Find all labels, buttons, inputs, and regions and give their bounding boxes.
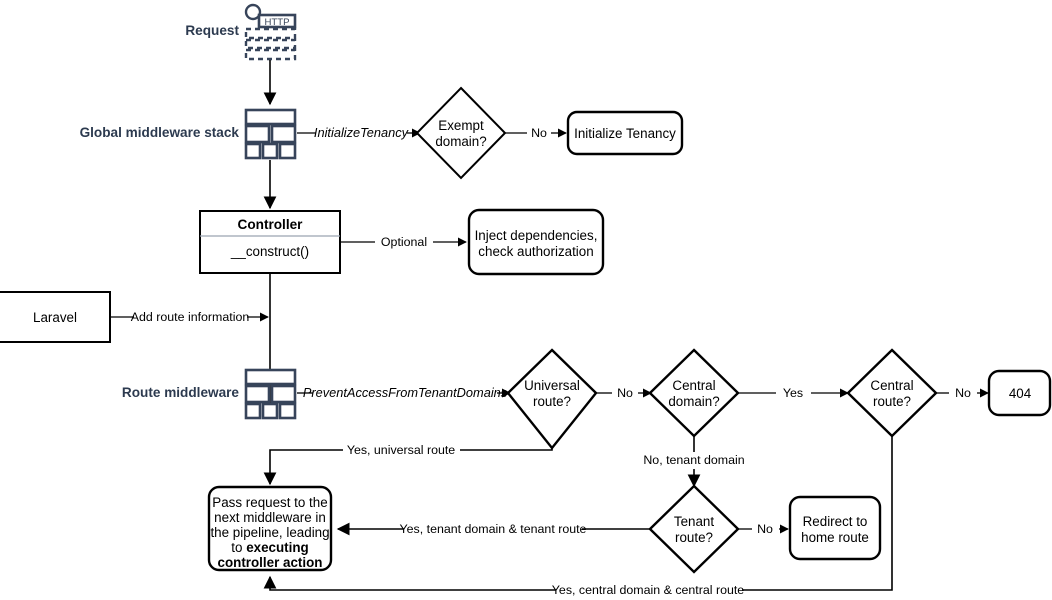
edge-label-tenant-route-no: No bbox=[757, 522, 773, 536]
edge-label-no-tenant-domain: No, tenant domain bbox=[643, 453, 744, 467]
not-found-node[interactable]: 404 bbox=[987, 369, 1052, 417]
route-middleware-label: Route middleware bbox=[122, 385, 240, 400]
svg-text:to executing: to executing bbox=[231, 540, 308, 555]
initialize-tenancy-label: Initialize Tenancy bbox=[574, 126, 676, 141]
controller-method: __construct() bbox=[230, 244, 309, 259]
not-found-label: 404 bbox=[1009, 386, 1032, 401]
edge-label-exempt-no: No bbox=[531, 126, 547, 140]
request-label: Request bbox=[185, 23, 239, 38]
http-request-icon bbox=[244, 3, 297, 61]
route-middleware-node[interactable]: Route middleware bbox=[122, 368, 297, 420]
tenant-route-line1: Tenant bbox=[674, 514, 714, 529]
central-route-line1: Central bbox=[870, 378, 913, 393]
inject-line2: check authorization bbox=[478, 244, 593, 259]
tenant-route-line2: route? bbox=[675, 530, 713, 545]
edge-label-optional: Optional bbox=[381, 235, 427, 249]
exempt-domain-line1: Exempt bbox=[438, 118, 484, 133]
pass-request-line4-bold: executing bbox=[246, 540, 309, 555]
central-domain-line1: Central bbox=[672, 378, 715, 393]
universal-route-line1: Universal bbox=[524, 378, 580, 393]
edge-label-add-route-information: Add route information bbox=[131, 310, 250, 324]
global-middleware-stack-node[interactable]: Global middleware stack bbox=[80, 108, 297, 160]
laravel-label: Laravel bbox=[33, 310, 77, 325]
pass-request-node[interactable]: Pass request to the next middleware in t… bbox=[207, 485, 333, 572]
universal-route-decision[interactable]: Universal route? bbox=[506, 348, 598, 450]
http-badge-label: HTTP bbox=[264, 17, 289, 28]
central-domain-line2: domain? bbox=[668, 394, 719, 409]
edge-label-prevent-access: PreventAccessFromTenantDomains bbox=[303, 385, 508, 400]
exempt-domain-line2: domain? bbox=[435, 134, 486, 149]
redirect-home-line1: Redirect to bbox=[803, 514, 868, 529]
central-route-decision[interactable]: Central route? bbox=[846, 348, 938, 438]
pass-request-line2: next middleware in bbox=[214, 510, 326, 525]
tenant-route-decision[interactable]: Tenant route? bbox=[648, 484, 740, 574]
exempt-domain-decision[interactable]: Exempt domain? bbox=[415, 86, 507, 180]
universal-route-line2: route? bbox=[533, 394, 571, 409]
middleware-stack-icon bbox=[244, 108, 297, 160]
inject-line1: Inject dependencies, bbox=[475, 228, 598, 243]
central-route-line2: route? bbox=[873, 394, 911, 409]
request-node[interactable]: HTTP Request bbox=[185, 3, 297, 61]
redirect-home-node[interactable]: Redirect to home route bbox=[788, 495, 882, 561]
edge-label-initialize-tenancy: InitializeTenancy bbox=[314, 125, 410, 140]
inject-dependencies-node[interactable]: Inject dependencies, check authorization bbox=[467, 208, 605, 276]
middleware-stack-icon bbox=[244, 368, 297, 420]
edge-label-central-domain-yes: Yes bbox=[783, 386, 803, 400]
redirect-home-line2: home route bbox=[801, 530, 869, 545]
edge-label-yes-universal-route: Yes, universal route bbox=[347, 443, 455, 457]
central-domain-decision[interactable]: Central domain? bbox=[648, 348, 740, 438]
global-middleware-stack-label: Global middleware stack bbox=[80, 125, 240, 140]
pass-request-line5-bold: controller action bbox=[218, 555, 323, 570]
edge-label-central-route-no: No bbox=[955, 386, 971, 400]
pass-request-line1: Pass request to the bbox=[212, 495, 327, 510]
edge-label-yes-central-domain-central-route: Yes, central domain & central route bbox=[552, 583, 745, 597]
controller-node[interactable]: Controller __construct() bbox=[199, 210, 341, 274]
pass-request-line4: to bbox=[231, 540, 246, 555]
initialize-tenancy-node[interactable]: Initialize Tenancy bbox=[566, 110, 684, 156]
pass-request-line3: the pipeline, leading bbox=[210, 525, 329, 540]
controller-header: Controller bbox=[238, 217, 304, 232]
edge-label-universal-no: No bbox=[617, 386, 633, 400]
edge-label-yes-tenant-domain-tenant-route: Yes, tenant domain & tenant route bbox=[400, 522, 587, 536]
laravel-node[interactable]: Laravel bbox=[0, 291, 111, 343]
